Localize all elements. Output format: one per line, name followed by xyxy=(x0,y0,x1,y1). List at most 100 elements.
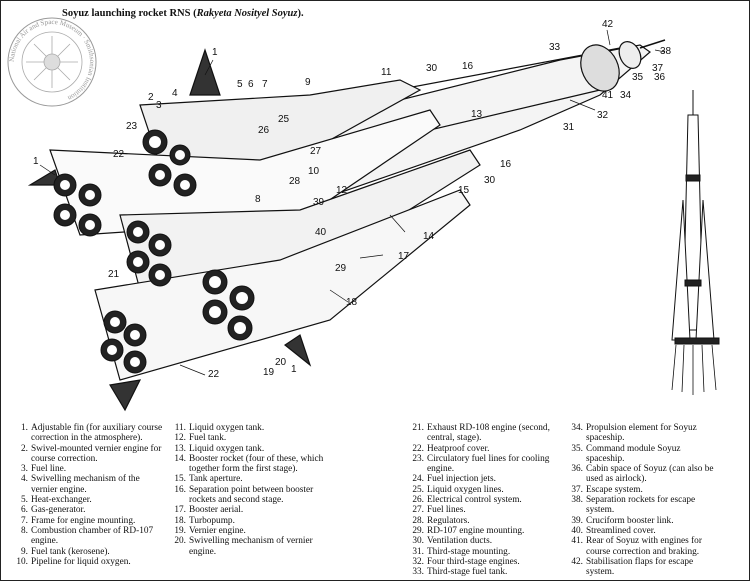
legend-number: 12. xyxy=(174,433,186,444)
legend-text: Frame for engine mounting. xyxy=(31,515,136,526)
legend-text: Booster rocket (four of these, which tog… xyxy=(189,453,324,475)
legend-item: 33.Third-stage fuel tank. xyxy=(410,567,565,577)
legend-item: 40.Streamlined cover. xyxy=(569,526,719,536)
callout-42: 42 xyxy=(602,19,614,30)
legend-text: Third-stage fuel tank. xyxy=(427,567,508,578)
legend-number: 29. xyxy=(412,525,424,536)
callout-41: 41 xyxy=(602,90,614,101)
legend-text: Fuel lines. xyxy=(427,505,466,516)
legend-number: 10. xyxy=(16,556,28,567)
callout-30: 30 xyxy=(484,175,496,186)
legend-item: 41.Rear of Soyuz with engines for course… xyxy=(569,536,719,557)
legend-text: Fuel injection jets. xyxy=(427,474,496,485)
callout-14: 14 xyxy=(423,231,435,242)
callout-29: 29 xyxy=(335,263,347,274)
booster-2 xyxy=(49,109,441,236)
legend-item: 42.Stabilisation flaps for escape system… xyxy=(569,557,719,578)
legend-item: 39.Cruciform booster link. xyxy=(569,516,719,526)
figure-title: Soyuz launching rocket RNS (Rakyeta Nosi… xyxy=(62,8,304,19)
legend-text: Booster aerial. xyxy=(189,505,244,516)
legend-number: 30. xyxy=(412,536,424,547)
legend-item: 7.Frame for engine mounting. xyxy=(14,516,166,526)
legend-item: 6.Gas-generator. xyxy=(14,505,166,515)
callout-40: 40 xyxy=(315,227,327,238)
fin-lower-right xyxy=(283,334,312,367)
legend-number: 20. xyxy=(174,536,186,547)
legend-text: Propulsion element for Soyuz spaceship. xyxy=(586,423,697,444)
callout-9: 9 xyxy=(305,77,311,88)
callout-18: 18 xyxy=(346,297,358,308)
legend-text: Electrical control system. xyxy=(427,495,522,506)
callout-4: 4 xyxy=(172,88,178,99)
legend-text: Exhaust RD-108 engine (second, central, … xyxy=(427,423,550,444)
callout-23: 23 xyxy=(126,121,138,132)
legend-number: 27. xyxy=(412,505,424,516)
legend-item: 22.Heatproof cover. xyxy=(410,444,565,454)
legend-text: Liquid oxygen tank. xyxy=(189,443,265,454)
callout-25: 25 xyxy=(278,114,290,125)
legend-item: 5.Heat-exchanger. xyxy=(14,495,166,505)
legend-text: Swivelling mechanism of the vernier engi… xyxy=(31,474,140,495)
legend-number: 5. xyxy=(21,495,28,506)
escape-tower xyxy=(639,39,666,49)
legend-item: 11.Liquid oxygen tank. xyxy=(172,423,324,433)
legend-text: Tank aperture. xyxy=(189,474,243,485)
legend-item: 4.Swivelling mechanism of the vernier en… xyxy=(14,474,166,495)
legend-item: 13.Liquid oxygen tank. xyxy=(172,444,324,454)
legend-number: 18. xyxy=(174,515,186,526)
legend-item: 18.Turbopump. xyxy=(172,516,324,526)
legend-item: 32.Four third-stage engines. xyxy=(410,557,565,567)
legend-number: 11. xyxy=(174,423,186,433)
legend-text: Third-stage mounting. xyxy=(427,546,511,557)
callout-34: 34 xyxy=(620,90,632,101)
callout-28: 28 xyxy=(289,176,301,187)
legend-item: 2.Swivel-mounted vernier engine for cour… xyxy=(14,444,166,465)
callout-6: 6 xyxy=(248,79,254,90)
legend-text: RD-107 engine mounting. xyxy=(427,525,525,536)
callout-12: 12 xyxy=(336,185,348,196)
soyuz-spacecraft xyxy=(580,44,620,92)
legend-item: 35.Command module Soyuz spaceship. xyxy=(569,444,719,465)
callout-22: 22 xyxy=(113,149,125,160)
callout-2: 2 xyxy=(148,92,154,103)
legend-number: 33. xyxy=(412,567,424,578)
legend-item: 19.Vernier engine. xyxy=(172,526,324,536)
legend-item: 29.RD-107 engine mounting. xyxy=(410,526,565,536)
legend-text: Liquid oxygen tank. xyxy=(189,423,265,433)
callout-38: 38 xyxy=(660,46,672,57)
legend-item: 8.Combustion chamber of RD-107 engine. xyxy=(14,526,166,547)
legend-number: 16. xyxy=(174,484,186,495)
legend-item: 38.Separation rockets for escape system. xyxy=(569,495,719,516)
legend-number: 15. xyxy=(174,474,186,485)
legend-text: Fuel tank (kerosene). xyxy=(31,546,110,557)
callout-19: 19 xyxy=(263,367,275,378)
legend-text: Swivelling mechanism of vernier engine. xyxy=(189,536,313,557)
upright-rocket-silhouette xyxy=(671,90,720,395)
callout-15: 15 xyxy=(458,185,470,196)
legend-text: Command module Soyuz spaceship. xyxy=(586,443,681,464)
callout-32: 32 xyxy=(597,110,609,121)
fin-bottom xyxy=(109,379,142,412)
callout-17: 17 xyxy=(398,251,410,262)
legend-column-1: 1.Adjustable fin (for auxiliary course c… xyxy=(14,423,166,567)
callout-5: 5 xyxy=(237,79,243,90)
callout-11: 11 xyxy=(381,67,392,78)
legend-number: 14. xyxy=(174,453,186,464)
legend-number: 3. xyxy=(21,464,28,475)
leader-lines xyxy=(39,29,666,376)
legend-number: 26. xyxy=(412,495,424,506)
fin-top xyxy=(189,48,221,96)
legend-text: Circulatory fuel lines for cooling engin… xyxy=(427,453,550,475)
legend-text: Gas-generator. xyxy=(31,505,86,516)
legend-number: 4. xyxy=(21,474,28,485)
callout-22: 22 xyxy=(208,369,220,380)
callout-31: 31 xyxy=(563,122,575,133)
legend-number: 35. xyxy=(571,443,583,454)
callout-27: 27 xyxy=(310,146,322,157)
legend-number: 38. xyxy=(571,495,583,506)
legend-text: Adjustable fin (for auxiliary course cor… xyxy=(31,423,163,444)
legend-column-3: 21.Exhaust RD-108 engine (second, centra… xyxy=(410,423,565,577)
callout-1: 1 xyxy=(33,156,39,167)
legend-text: Fuel tank. xyxy=(189,433,227,444)
legend-item: 15.Tank aperture. xyxy=(172,474,324,484)
